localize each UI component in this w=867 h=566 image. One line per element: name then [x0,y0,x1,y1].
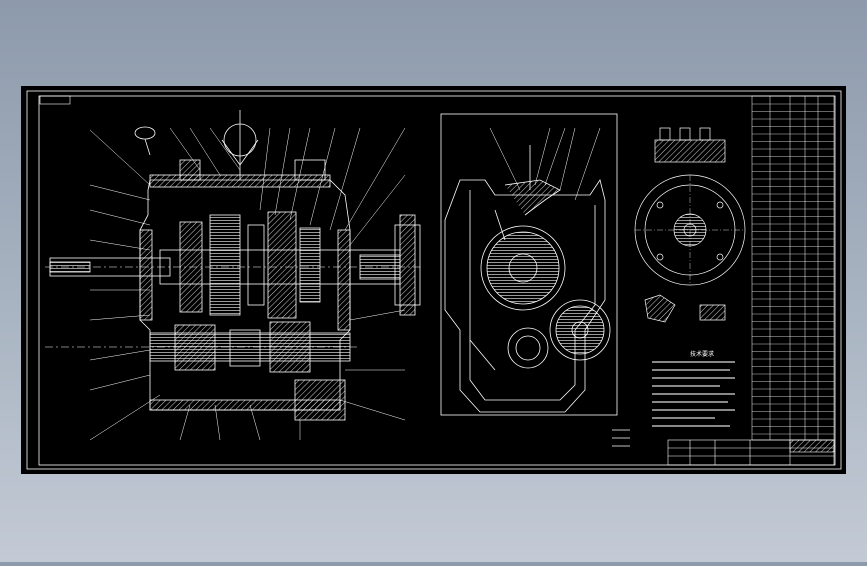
side-view [440,113,618,416]
detail-views [612,127,746,447]
technical-notes: 技术要求 [652,350,735,427]
outer-border [26,90,842,470]
frame-label-box [39,95,71,105]
leader-lines-left [89,127,406,441]
notes-title: 技术要求 [690,350,714,358]
title-block [667,439,835,466]
leader-lines-middle [489,127,601,201]
parts-list-rows [752,103,834,435]
main-section-view [45,110,421,421]
inner-border [38,95,836,466]
